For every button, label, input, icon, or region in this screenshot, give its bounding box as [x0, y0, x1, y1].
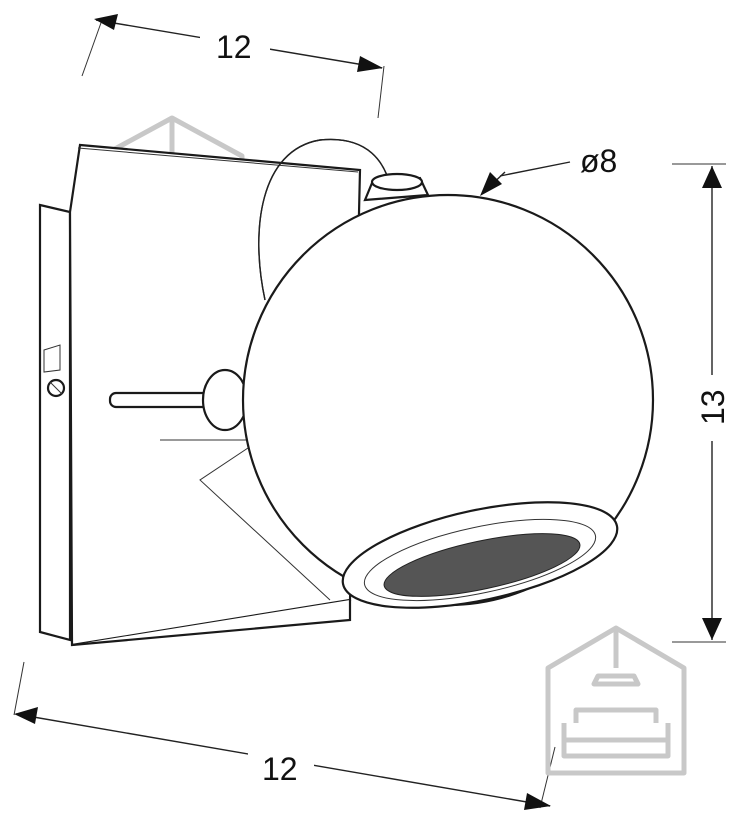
dimension-bottom-label: 12	[262, 751, 298, 787]
sphere-shade	[241, 193, 655, 609]
lamp-arm	[258, 138, 391, 301]
dimension-diameter: ø8	[480, 143, 617, 196]
watermark-bottom-icon	[545, 625, 687, 776]
dimension-height-label: 13	[695, 389, 731, 425]
dimension-top-label: 12	[216, 29, 252, 65]
dimension-diameter-label: ø8	[580, 143, 617, 179]
dimension-top: 12	[81, 14, 385, 119]
shade-cap	[363, 172, 430, 202]
dimension-height: 13	[672, 163, 731, 643]
dimension-bottom: 12	[13, 661, 556, 810]
